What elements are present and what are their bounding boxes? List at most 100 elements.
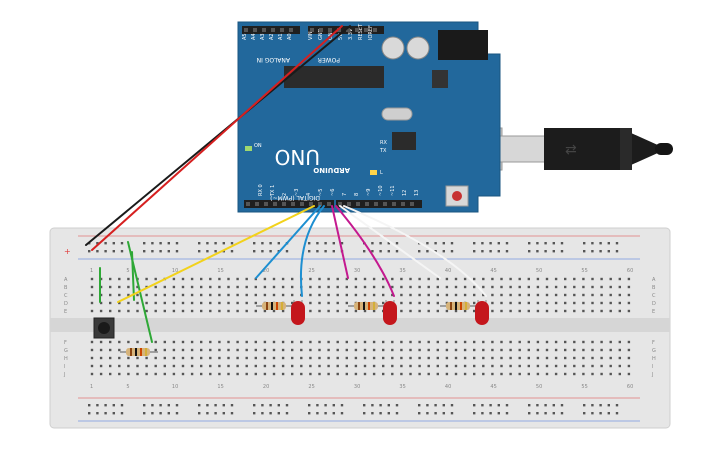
terminal-hole[interactable] — [609, 364, 612, 368]
terminal-hole[interactable] — [491, 293, 494, 297]
terminal-hole[interactable] — [400, 340, 403, 344]
rail-hole[interactable] — [285, 404, 289, 407]
terminal-hole[interactable] — [309, 293, 312, 297]
terminal-hole[interactable] — [609, 340, 612, 344]
rail-hole[interactable] — [583, 412, 586, 415]
terminal-hole[interactable] — [345, 340, 348, 344]
terminal-hole[interactable] — [154, 293, 157, 297]
terminal-hole[interactable] — [172, 356, 176, 360]
wire-white-2[interactable] — [343, 205, 487, 297]
rail-hole[interactable] — [544, 412, 547, 415]
terminal-hole[interactable] — [436, 309, 439, 313]
terminal-hole[interactable] — [591, 301, 594, 305]
terminal-hole[interactable] — [573, 285, 576, 289]
rail-hole[interactable] — [418, 250, 421, 253]
terminal-hole[interactable] — [118, 348, 121, 352]
rail-hole[interactable] — [198, 242, 201, 245]
terminal-hole[interactable] — [281, 372, 285, 376]
rail-hole[interactable] — [167, 412, 170, 415]
terminal-hole[interactable] — [409, 285, 412, 289]
rail-hole[interactable] — [151, 412, 154, 415]
terminal-hole[interactable] — [345, 285, 348, 289]
rail-hole[interactable] — [96, 404, 99, 407]
rail-hole[interactable] — [206, 412, 209, 415]
terminal-hole[interactable] — [527, 309, 530, 313]
rail-hole[interactable] — [214, 404, 217, 407]
rail-hole[interactable] — [497, 250, 500, 253]
rail-hole[interactable] — [175, 242, 179, 245]
terminal-hole[interactable] — [436, 372, 439, 376]
terminal-hole[interactable] — [582, 372, 585, 376]
terminal-hole[interactable] — [209, 348, 212, 352]
terminal-hole[interactable] — [445, 348, 449, 352]
rail-hole[interactable] — [371, 404, 374, 407]
terminal-hole[interactable] — [627, 301, 631, 305]
terminal-hole[interactable] — [281, 340, 285, 344]
terminal-hole[interactable] — [482, 348, 485, 352]
rail-hole[interactable] — [112, 404, 115, 407]
terminal-hole[interactable] — [336, 348, 339, 352]
terminal-hole[interactable] — [90, 293, 94, 297]
terminal-hole[interactable] — [536, 293, 540, 297]
terminal-hole[interactable] — [281, 356, 285, 360]
header-pin[interactable] — [355, 28, 359, 32]
terminal-hole[interactable] — [509, 309, 512, 313]
terminal-hole[interactable] — [473, 293, 476, 297]
terminal-hole[interactable] — [554, 285, 558, 289]
terminal-hole[interactable] — [172, 309, 176, 313]
terminal-hole[interactable] — [291, 340, 294, 344]
terminal-hole[interactable] — [236, 293, 239, 297]
terminal-hole[interactable] — [427, 293, 430, 297]
terminal-hole[interactable] — [500, 285, 503, 289]
terminal-hole[interactable] — [99, 372, 103, 376]
header-pin[interactable] — [338, 202, 342, 206]
rail-hole[interactable] — [222, 242, 225, 245]
header-pin[interactable] — [291, 202, 295, 206]
terminal-hole[interactable] — [90, 348, 94, 352]
wire-button-green-3[interactable] — [131, 251, 135, 301]
terminal-hole[interactable] — [363, 285, 367, 289]
terminal-hole[interactable] — [482, 285, 485, 289]
rail-hole[interactable] — [387, 404, 390, 407]
terminal-hole[interactable] — [363, 277, 367, 281]
terminal-hole[interactable] — [190, 285, 194, 289]
rail-hole[interactable] — [583, 250, 586, 253]
terminal-hole[interactable] — [318, 293, 321, 297]
terminal-hole[interactable] — [409, 309, 412, 313]
terminal-hole[interactable] — [272, 277, 276, 281]
terminal-hole[interactable] — [254, 348, 257, 352]
terminal-hole[interactable] — [318, 277, 321, 281]
terminal-hole[interactable] — [372, 285, 376, 289]
header-pin[interactable] — [319, 28, 323, 32]
terminal-hole[interactable] — [564, 309, 567, 313]
terminal-hole[interactable] — [482, 356, 485, 360]
terminal-hole[interactable] — [90, 309, 94, 313]
terminal-hole[interactable] — [145, 356, 148, 360]
rail-hole[interactable] — [230, 242, 234, 245]
terminal-hole[interactable] — [473, 348, 476, 352]
terminal-hole[interactable] — [445, 356, 449, 360]
terminal-hole[interactable] — [445, 285, 449, 289]
rail-hole[interactable] — [505, 404, 509, 407]
rail-hole[interactable] — [332, 404, 335, 407]
terminal-hole[interactable] — [436, 340, 439, 344]
rail-hole[interactable] — [269, 404, 272, 407]
rail-hole[interactable] — [120, 404, 124, 407]
terminal-hole[interactable] — [509, 277, 512, 281]
terminal-hole[interactable] — [236, 372, 239, 376]
resistor[interactable] — [256, 302, 294, 310]
terminal-hole[interactable] — [573, 364, 576, 368]
terminal-hole[interactable] — [591, 364, 594, 368]
terminal-hole[interactable] — [109, 340, 112, 344]
terminal-hole[interactable] — [136, 356, 139, 360]
rail-hole[interactable] — [175, 250, 179, 253]
rail-hole[interactable] — [175, 412, 179, 415]
terminal-hole[interactable] — [263, 356, 267, 360]
terminal-hole[interactable] — [527, 348, 530, 352]
terminal-hole[interactable] — [509, 356, 512, 360]
terminal-hole[interactable] — [418, 340, 421, 344]
terminal-hole[interactable] — [163, 364, 166, 368]
terminal-hole[interactable] — [200, 340, 203, 344]
terminal-hole[interactable] — [473, 372, 476, 376]
header-pin[interactable] — [410, 202, 414, 206]
